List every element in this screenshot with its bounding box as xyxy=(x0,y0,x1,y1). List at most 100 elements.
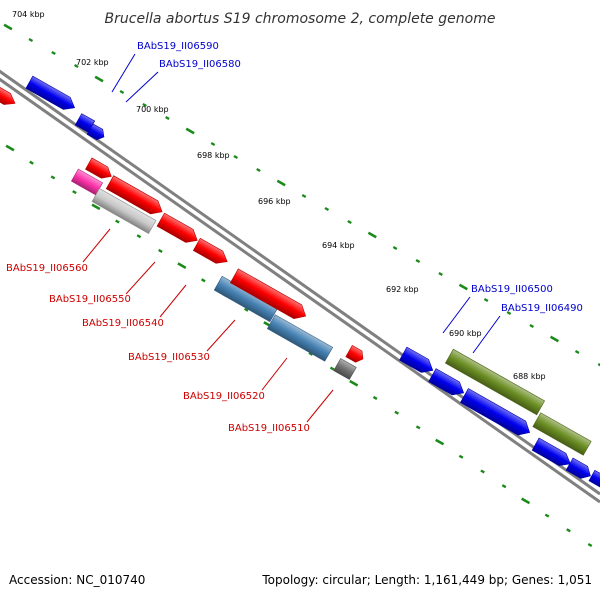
tick-mark xyxy=(210,141,216,147)
gene-block xyxy=(266,314,334,362)
gene-block xyxy=(0,82,16,105)
tick-mark xyxy=(544,513,550,518)
tick-mark xyxy=(566,528,571,533)
gene-block xyxy=(86,123,105,141)
map-title: Brucella abortus S19 chromosome 2, compl… xyxy=(105,11,496,27)
tick-mark xyxy=(94,75,104,83)
gene-leader-line xyxy=(472,315,501,354)
gene-block xyxy=(229,268,307,320)
tick-mark xyxy=(136,234,142,239)
tick-mark xyxy=(276,179,286,187)
gene-leader-line xyxy=(125,261,156,295)
gene-label: BAbS19_II06590 xyxy=(137,41,219,52)
tick-mark xyxy=(142,102,147,108)
tick-mark xyxy=(73,63,79,69)
tick-mark xyxy=(5,144,15,152)
gene-block xyxy=(91,188,157,234)
tick-mark xyxy=(201,278,206,283)
gene-label: BAbS19_II06500 xyxy=(471,284,553,295)
tick-mark xyxy=(438,271,443,277)
tick-mark xyxy=(3,23,13,31)
tick-rail-outer xyxy=(3,23,600,367)
gene-label: BAbS19_II06580 xyxy=(159,59,241,70)
tick-mark xyxy=(119,89,125,95)
backbone-line-lower xyxy=(0,77,600,504)
tick-mark xyxy=(329,366,335,371)
gene-block xyxy=(25,75,76,110)
tick-mark xyxy=(51,50,56,56)
tick-mark xyxy=(29,160,34,165)
tick-mark xyxy=(392,245,398,251)
gene-block xyxy=(399,346,434,373)
genome-summary-text: Topology: circular; Length: 1,161,449 bp… xyxy=(262,573,592,587)
tick-mark xyxy=(177,262,187,269)
tick-label: 698 kbp xyxy=(197,151,230,160)
gene-leader-line xyxy=(442,296,471,334)
gene-block xyxy=(85,157,112,179)
tick-mark xyxy=(415,425,421,430)
tick-mark xyxy=(372,395,378,400)
gene-leader-line xyxy=(125,71,159,103)
tick-label: 700 kbp xyxy=(136,105,169,114)
tick-mark xyxy=(483,297,489,303)
gene-block xyxy=(588,469,600,489)
gene-label: BAbS19_II06520 xyxy=(183,391,265,402)
gene-leader-line xyxy=(306,389,334,423)
tick-mark xyxy=(501,484,507,489)
tick-label: 704 kbp xyxy=(12,10,45,19)
gene-block xyxy=(333,358,357,380)
gene-label: BAbS19_II06510 xyxy=(228,423,310,434)
tick-mark xyxy=(597,362,600,367)
tick-mark xyxy=(574,349,580,355)
gene-block xyxy=(532,412,592,456)
tick-mark xyxy=(458,283,468,291)
gene-label: BAbS19_II06490 xyxy=(501,303,583,314)
tick-mark xyxy=(587,542,593,548)
tick-mark xyxy=(435,438,445,446)
gene-leader-line xyxy=(159,284,187,318)
gene-block xyxy=(156,212,198,243)
tick-mark xyxy=(91,203,101,211)
gene-block xyxy=(531,437,571,466)
gene-block xyxy=(444,348,546,416)
tick-mark xyxy=(394,410,399,415)
gene-leader-line xyxy=(261,357,288,391)
tick-label: 694 kbp xyxy=(322,241,355,250)
tick-mark xyxy=(28,37,34,43)
gene-leader-line xyxy=(206,319,236,352)
tick-mark xyxy=(347,219,352,225)
tick-mark xyxy=(256,167,261,173)
tick-mark xyxy=(480,469,485,474)
gene-block xyxy=(345,344,364,363)
tick-mark xyxy=(158,248,163,253)
tick-mark xyxy=(549,335,560,343)
gene-label: BAbS19_II06540 xyxy=(82,318,164,329)
tick-mark xyxy=(308,351,314,356)
tick-mark xyxy=(367,231,377,239)
tick-label: 690 kbp xyxy=(449,329,482,338)
tick-label: 696 kbp xyxy=(258,197,291,206)
tick-mark xyxy=(506,310,512,316)
tick-mark xyxy=(115,219,120,224)
tick-mark xyxy=(520,497,531,505)
tick-mark xyxy=(185,127,195,135)
tick-label: 702 kbp xyxy=(76,58,109,67)
tick-mark xyxy=(324,206,330,212)
tick-mark xyxy=(165,115,170,121)
accession-text: Accession: NC_010740 xyxy=(9,573,146,587)
gene-block xyxy=(565,457,591,479)
tick-label: 688 kbp xyxy=(513,372,546,381)
tick-mark xyxy=(301,193,307,199)
gene-block xyxy=(105,175,163,215)
gene-label: BAbS19_II06550 xyxy=(49,294,131,305)
tick-mark xyxy=(50,175,56,180)
tick-mark xyxy=(458,454,464,459)
gene-leader-line xyxy=(82,228,111,263)
tick-mark xyxy=(529,323,535,329)
gene-block xyxy=(192,237,228,264)
tick-mark xyxy=(349,379,359,387)
gene-block xyxy=(460,388,531,436)
tick-rail-inner xyxy=(5,144,593,548)
tick-mark xyxy=(243,307,249,312)
